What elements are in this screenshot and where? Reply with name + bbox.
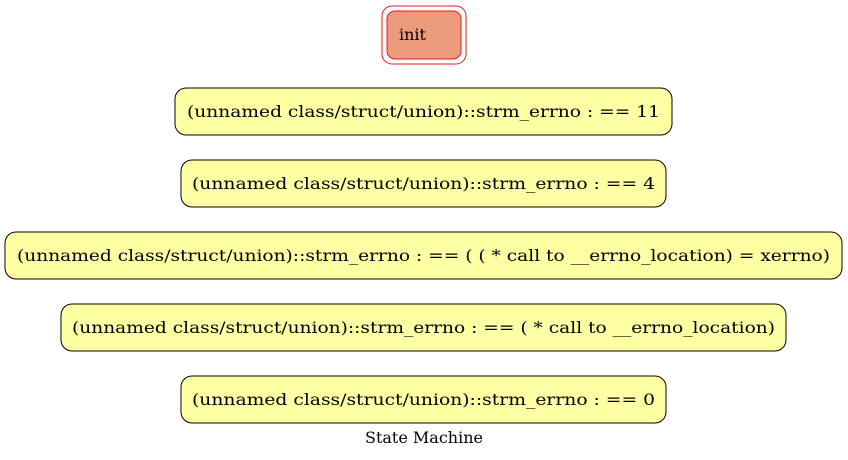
state-label: (unnamed class/struct/union)::strm_errno… — [187, 102, 660, 121]
state-box — [180, 159, 667, 208]
initial-state-outer-border — [381, 5, 467, 65]
state-label: (unnamed class/struct/union)::strm_errno… — [17, 246, 830, 265]
state-label: (unnamed class/struct/union)::strm_errno… — [192, 174, 655, 193]
state-node-errno-0[interactable]: (unnamed class/struct/union)::strm_errno… — [180, 375, 667, 424]
state-box — [174, 87, 673, 136]
initial-state-label: init — [399, 25, 427, 44]
state-box — [4, 231, 843, 280]
state-node-errno-location[interactable]: (unnamed class/struct/union)::strm_errno… — [60, 303, 787, 352]
state-node-errno-xerrno[interactable]: (unnamed class/struct/union)::strm_errno… — [4, 231, 843, 280]
initial-state-box — [386, 10, 462, 60]
state-label: (unnamed class/struct/union)::strm_errno… — [72, 318, 775, 337]
state-box — [60, 303, 787, 352]
state-box — [180, 375, 667, 424]
state-label: (unnamed class/struct/union)::strm_errno… — [192, 390, 655, 409]
diagram-caption: State Machine — [365, 428, 483, 447]
initial-state-node[interactable]: init — [381, 5, 467, 65]
state-node-errno-4[interactable]: (unnamed class/struct/union)::strm_errno… — [180, 159, 667, 208]
state-node-errno-11[interactable]: (unnamed class/struct/union)::strm_errno… — [174, 87, 673, 136]
